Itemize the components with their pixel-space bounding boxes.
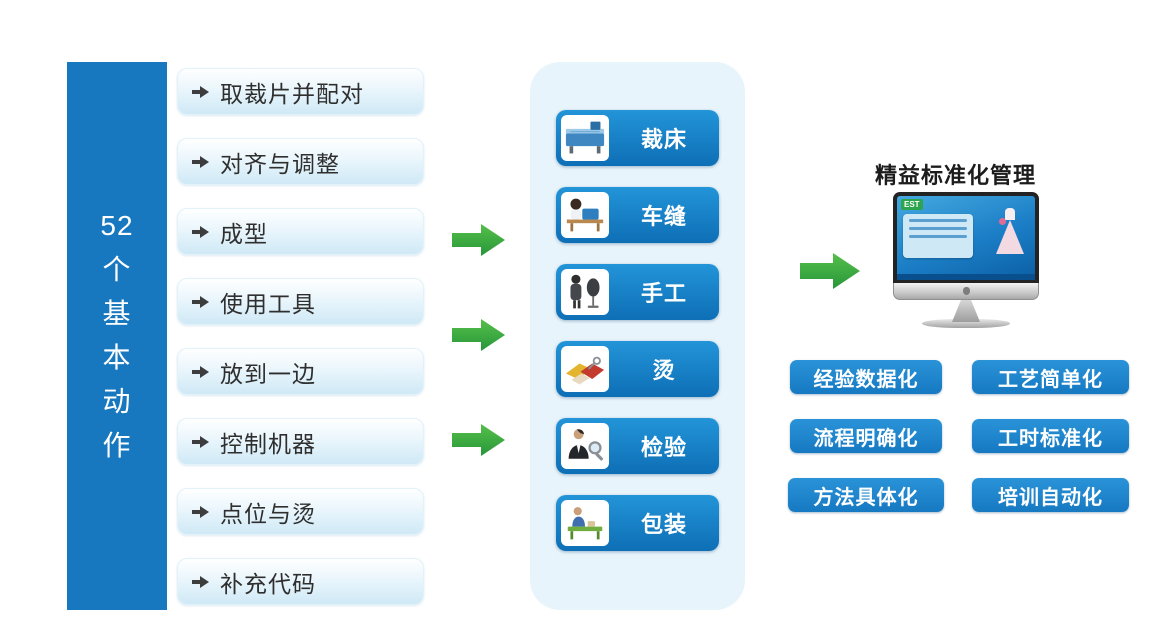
label-number: 52 [100, 210, 134, 241]
flow-arrow-icon [800, 253, 860, 289]
label-char: 动 [102, 386, 132, 417]
feature-button: 方法具体化 [788, 478, 944, 512]
label-char: 个 [102, 254, 132, 285]
bullet-arrow-icon [192, 505, 209, 518]
handwork-icon [561, 269, 609, 315]
screen-logo: EST [901, 199, 923, 210]
sewing-icon [561, 192, 609, 238]
computer-base [922, 319, 1010, 328]
inspection-icon [561, 423, 609, 469]
screen-taskbar [897, 274, 1035, 280]
flow-arrow-icon [452, 224, 505, 256]
process-item-label: 包装 [640, 512, 687, 537]
process-item-label: 检验 [640, 435, 687, 460]
process-item-label: 车缝 [640, 204, 687, 229]
action-item-label: 放到一边 [220, 360, 316, 387]
feature-button: 流程明确化 [790, 419, 942, 453]
bullet-arrow-icon [192, 295, 209, 308]
ironing-icon [561, 346, 609, 392]
action-item-label: 取裁片并配对 [220, 80, 364, 107]
label-char: 本 [102, 342, 132, 373]
apple-logo-icon [962, 287, 970, 295]
bullet-arrow-icon [192, 155, 209, 168]
process-item: 包装 [556, 495, 719, 551]
action-item-label: 补充代码 [220, 570, 316, 597]
bullet-arrow-icon [192, 225, 209, 238]
action-item: 补充代码 [177, 558, 424, 605]
flow-arrow-icon [452, 319, 505, 351]
process-item: 裁床 [556, 110, 719, 166]
action-item: 对齐与调整 [177, 138, 424, 185]
feature-button: 工艺简单化 [972, 360, 1129, 394]
action-item: 放到一边 [177, 348, 424, 395]
process-item-label: 裁床 [640, 127, 687, 152]
feature-button: 工时标准化 [972, 419, 1129, 453]
action-item: 控制机器 [177, 418, 424, 465]
action-item: 取裁片并配对 [177, 68, 424, 115]
bullet-arrow-icon [192, 85, 209, 98]
lean-management-title: 精益标准化管理 [874, 163, 1036, 188]
process-item: 车缝 [556, 187, 719, 243]
label-char: 作 [102, 430, 132, 461]
label-char: 基 [102, 298, 132, 329]
process-item-label: 手工 [640, 281, 687, 306]
action-item: 点位与烫 [177, 488, 424, 535]
process-item: 手工 [556, 264, 719, 320]
action-item-label: 对齐与调整 [220, 150, 340, 177]
action-item: 使用工具 [177, 278, 424, 325]
screen-content-card [903, 214, 973, 258]
computer-illustration: EST [893, 192, 1039, 328]
feature-button: 培训自动化 [972, 478, 1129, 512]
bullet-arrow-icon [192, 575, 209, 588]
action-item-label: 使用工具 [220, 290, 316, 317]
flow-arrow-icon [452, 424, 505, 456]
process-item: 烫 [556, 341, 719, 397]
action-item-label: 成型 [220, 220, 268, 247]
feature-button: 经验数据化 [790, 360, 942, 394]
computer-screen: EST [893, 192, 1039, 283]
action-item-label: 点位与烫 [220, 500, 316, 527]
basic-actions-label: 52 个 基 本 动 作 [100, 204, 133, 468]
packaging-icon [561, 500, 609, 546]
bullet-arrow-icon [192, 365, 209, 378]
process-item: 检验 [556, 418, 719, 474]
process-item-label: 烫 [652, 358, 676, 383]
computer-stand [952, 300, 980, 322]
dress-image [995, 208, 1025, 260]
bullet-arrow-icon [192, 435, 209, 448]
computer-chin [893, 283, 1039, 300]
action-item-label: 控制机器 [220, 430, 316, 457]
basic-actions-bar: 52 个 基 本 动 作 [67, 62, 167, 610]
action-item: 成型 [177, 208, 424, 255]
cutting-machine-icon [561, 115, 609, 161]
